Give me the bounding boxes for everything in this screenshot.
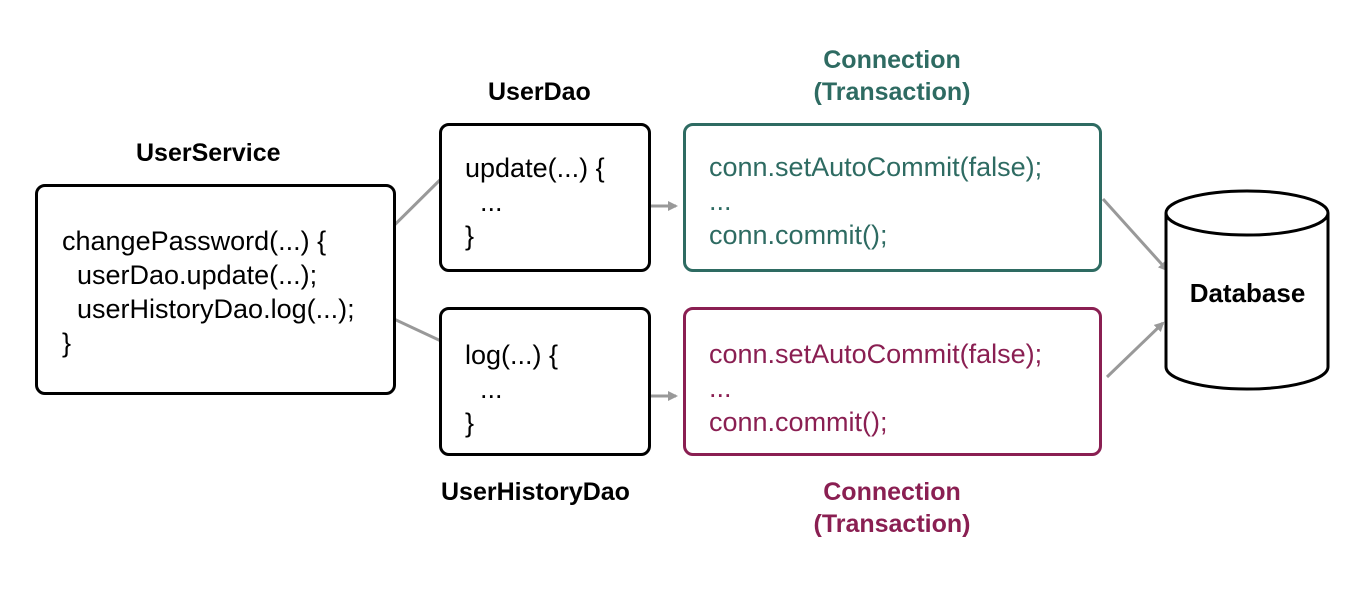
arrow-connection-bottom-to-db	[1105, 321, 1165, 379]
code-line: ...	[709, 186, 732, 216]
code-line: }	[465, 408, 475, 438]
user-dao-title: UserDao	[488, 78, 591, 106]
connection-bottom-box: conn.setAutoCommit(false);... conn.commit…	[683, 307, 1102, 456]
database-label: Database	[1189, 278, 1306, 308]
user-history-dao-code: log(...) { ...}	[465, 338, 558, 440]
code-line: update(...) {	[465, 153, 605, 183]
code-line: userDao.update(...);	[62, 260, 318, 290]
code-line: }	[62, 328, 72, 358]
user-service-box: changePassword(...) { userDao.update(...…	[35, 184, 396, 395]
connection-bottom-title: Connection (Transaction)	[808, 476, 976, 540]
code-line: conn.commit();	[709, 407, 888, 437]
database-cylinder-icon	[1164, 189, 1330, 391]
user-service-code: changePassword(...) { userDao.update(...…	[62, 224, 355, 360]
code-line: conn.commit();	[709, 220, 888, 250]
code-line: log(...) {	[465, 340, 559, 370]
connection-bottom-title-line2: (Transaction)	[813, 510, 971, 538]
code-line: }	[465, 221, 475, 251]
user-history-dao-box: log(...) { ...}	[439, 307, 651, 456]
connection-top-code: conn.setAutoCommit(false);... conn.commit…	[709, 150, 1042, 252]
code-line: conn.setAutoCommit(false);	[709, 339, 1043, 369]
code-line: ...	[709, 373, 732, 403]
user-dao-code: update(...) { ...}	[465, 151, 605, 253]
code-line: ...	[465, 374, 503, 404]
connection-bottom-title-line1: Connection	[823, 478, 961, 506]
code-line: changePassword(...) {	[62, 226, 327, 256]
connection-top-title: Connection (Transaction)	[808, 44, 976, 108]
user-service-title: UserService	[136, 139, 281, 167]
connection-top-title-line1: Connection	[823, 46, 961, 74]
connection-top-title-line2: (Transaction)	[813, 78, 971, 106]
connection-top-box: conn.setAutoCommit(false);... conn.commit…	[683, 123, 1102, 272]
code-line: userHistoryDao.log(...);	[62, 294, 355, 324]
arrow-connection-top-to-db	[1101, 197, 1169, 272]
user-history-dao-title: UserHistoryDao	[441, 478, 630, 506]
connection-bottom-code: conn.setAutoCommit(false);... conn.commit…	[709, 337, 1042, 439]
code-line: conn.setAutoCommit(false);	[709, 152, 1043, 182]
user-dao-box: update(...) { ...}	[439, 123, 651, 272]
code-line: ...	[465, 187, 503, 217]
